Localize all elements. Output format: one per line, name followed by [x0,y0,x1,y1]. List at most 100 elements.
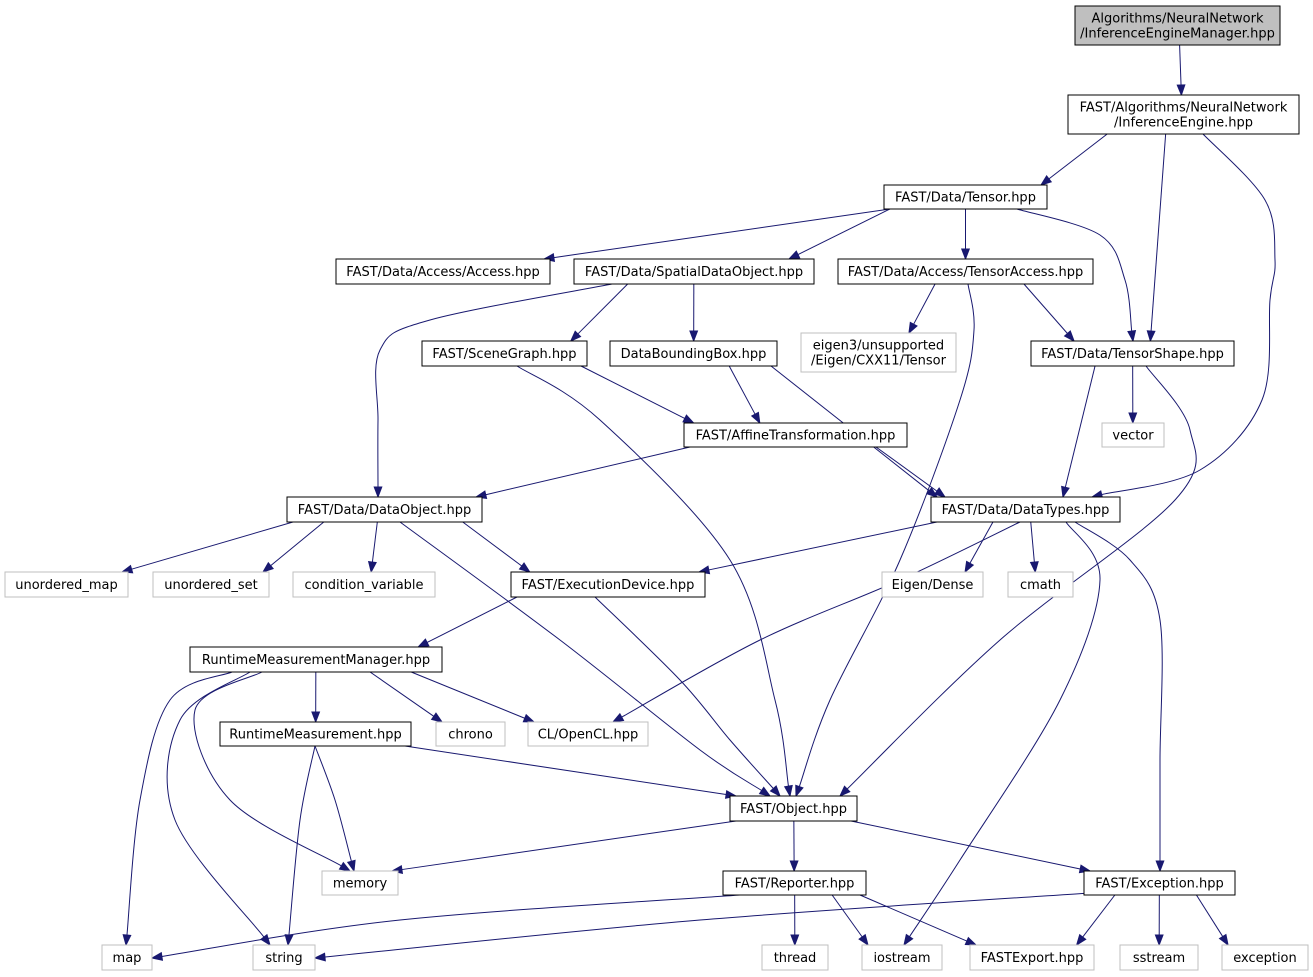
edge-tensor-to-tshape [1016,208,1137,343]
arrowhead [795,784,804,798]
arrowhead [787,250,801,260]
arrowhead [1127,330,1137,343]
node-box [930,496,1121,523]
node-affine[interactable]: FAST/AffineTransformation.hpp [683,422,908,448]
node-dobj[interactable]: FAST/Data/DataObject.hpp [286,496,483,523]
arrowhead [338,861,352,872]
node-access[interactable]: FAST/Data/Access/Access.hpp [335,258,551,285]
edge-line [288,745,316,936]
node-tensor[interactable]: FAST/Data/Tensor.hpp [883,184,1048,210]
edge-rmm-to-map [122,671,233,947]
node-box [1067,94,1300,135]
node-scene[interactable]: FAST/SceneGraph.hpp [421,340,588,367]
edge-dtypes-to-exception [1074,521,1165,873]
edge-dtypes-to-cmath [1029,521,1039,574]
node-label: cmath [1020,578,1061,593]
arrowhead [311,711,321,724]
node-box [335,258,551,285]
node-exceptionstd: exception [1221,944,1309,971]
arrowhead [1155,860,1165,873]
node-box [4,571,129,598]
edge-line [371,521,378,563]
node-label: FAST/Data/DataTypes.hpp [942,503,1110,518]
arrowhead [284,934,294,947]
node-label: RuntimeMeasurement.hpp [229,728,401,743]
node-eigend: Eigen/Dense [881,571,984,598]
edge-line [1064,365,1096,488]
edge-line [1074,521,1163,861]
edge-rmm-to-chrono [369,671,444,723]
edge-dobj-to-umap [120,521,294,574]
node-box [219,721,412,747]
edge-line [1030,521,1035,563]
node-label: FAST/Algorithms/NeuralNetwork [1080,101,1288,116]
node-box [729,795,858,822]
node-label: exception [1233,951,1297,966]
node-reporter[interactable]: FAST/Reporter.hpp [722,870,867,896]
edge-line [1023,283,1068,334]
edge-line [969,521,994,564]
arrowhead [1061,485,1070,499]
node-label: FAST/Data/DataObject.hpp [298,503,471,518]
node-label: iostream [873,951,930,966]
node-box [101,944,153,971]
edge-sdo-to-scene [569,283,629,342]
arrowhead [367,561,377,574]
node-box [1007,571,1074,598]
node-uset: unordered_set [152,571,270,598]
node-box [1083,870,1236,896]
edge-line [161,894,741,957]
edge-reporter-to-thread [790,894,800,947]
node-chrono: chrono [435,721,506,747]
edge-line [401,820,737,871]
edge-root-to-ie [1176,44,1186,97]
node-root[interactable]: Algorithms/NeuralNetwork/InferenceEngine… [1074,5,1281,46]
node-box [1074,5,1281,46]
node-label: FAST/ExecutionDevice.hpp [522,578,695,593]
arrowhead [1063,330,1075,343]
node-sdo[interactable]: FAST/Data/SpatialDataObject.hpp [573,258,815,285]
node-label: FASTExport.hpp [981,951,1084,966]
node-memory: memory [321,870,399,896]
node-execdev[interactable]: FAST/ExecutionDevice.hpp [510,571,706,598]
edge-line [846,365,1197,790]
node-rmm[interactable]: RuntimeMeasurementManager.hpp [189,646,443,673]
arrowhead [750,411,761,425]
edge-rm-to-string [284,745,316,947]
arrowhead [430,712,444,723]
node-label: eigen3/unsupported [813,339,944,354]
edge-line [324,892,1091,958]
node-object[interactable]: FAST/Object.hpp [729,795,858,822]
node-opencl: CL/OpenCL.hpp [527,721,649,747]
node-rm[interactable]: RuntimeMeasurement.hpp [219,721,412,747]
edge-line [621,521,1021,718]
node-label: map [113,951,142,966]
node-box [722,870,867,896]
edge-line [831,894,863,938]
node-label: DataBoundingBox.hpp [621,347,767,362]
node-ie[interactable]: FAST/Algorithms/NeuralNetwork/InferenceE… [1067,94,1300,135]
node-box [837,258,1094,285]
node-tacc[interactable]: FAST/Data/Access/TensorAccess.hpp [837,258,1094,285]
edge-line [426,596,518,643]
node-box [1030,340,1235,367]
edge-line [404,745,727,796]
arrowhead [1154,934,1164,947]
node-tshape[interactable]: FAST/Data/TensorShape.hpp [1030,340,1235,367]
node-label: /Eigen/CXX11/Tensor [811,354,947,369]
edge-exception-to-string [313,892,1091,962]
arrowhead [960,248,971,261]
node-label: FAST/Data/Access/TensorAccess.hpp [848,265,1083,280]
node-exception[interactable]: FAST/Exception.hpp [1083,870,1236,896]
arrowhead [1218,933,1229,947]
node-dbb[interactable]: DataBoundingBox.hpp [609,340,778,367]
node-label: FAST/Exception.hpp [1095,877,1224,892]
edge-dbb-to-affine [728,365,761,425]
arrowhead [689,330,699,343]
edge-dobj-to-execdev [462,521,531,573]
node-dtypes[interactable]: FAST/Data/DataTypes.hpp [930,496,1121,523]
edge-tacc-to-tshape [1023,283,1075,343]
node-sstream: sstream [1119,944,1199,971]
arrowhead [682,414,695,424]
